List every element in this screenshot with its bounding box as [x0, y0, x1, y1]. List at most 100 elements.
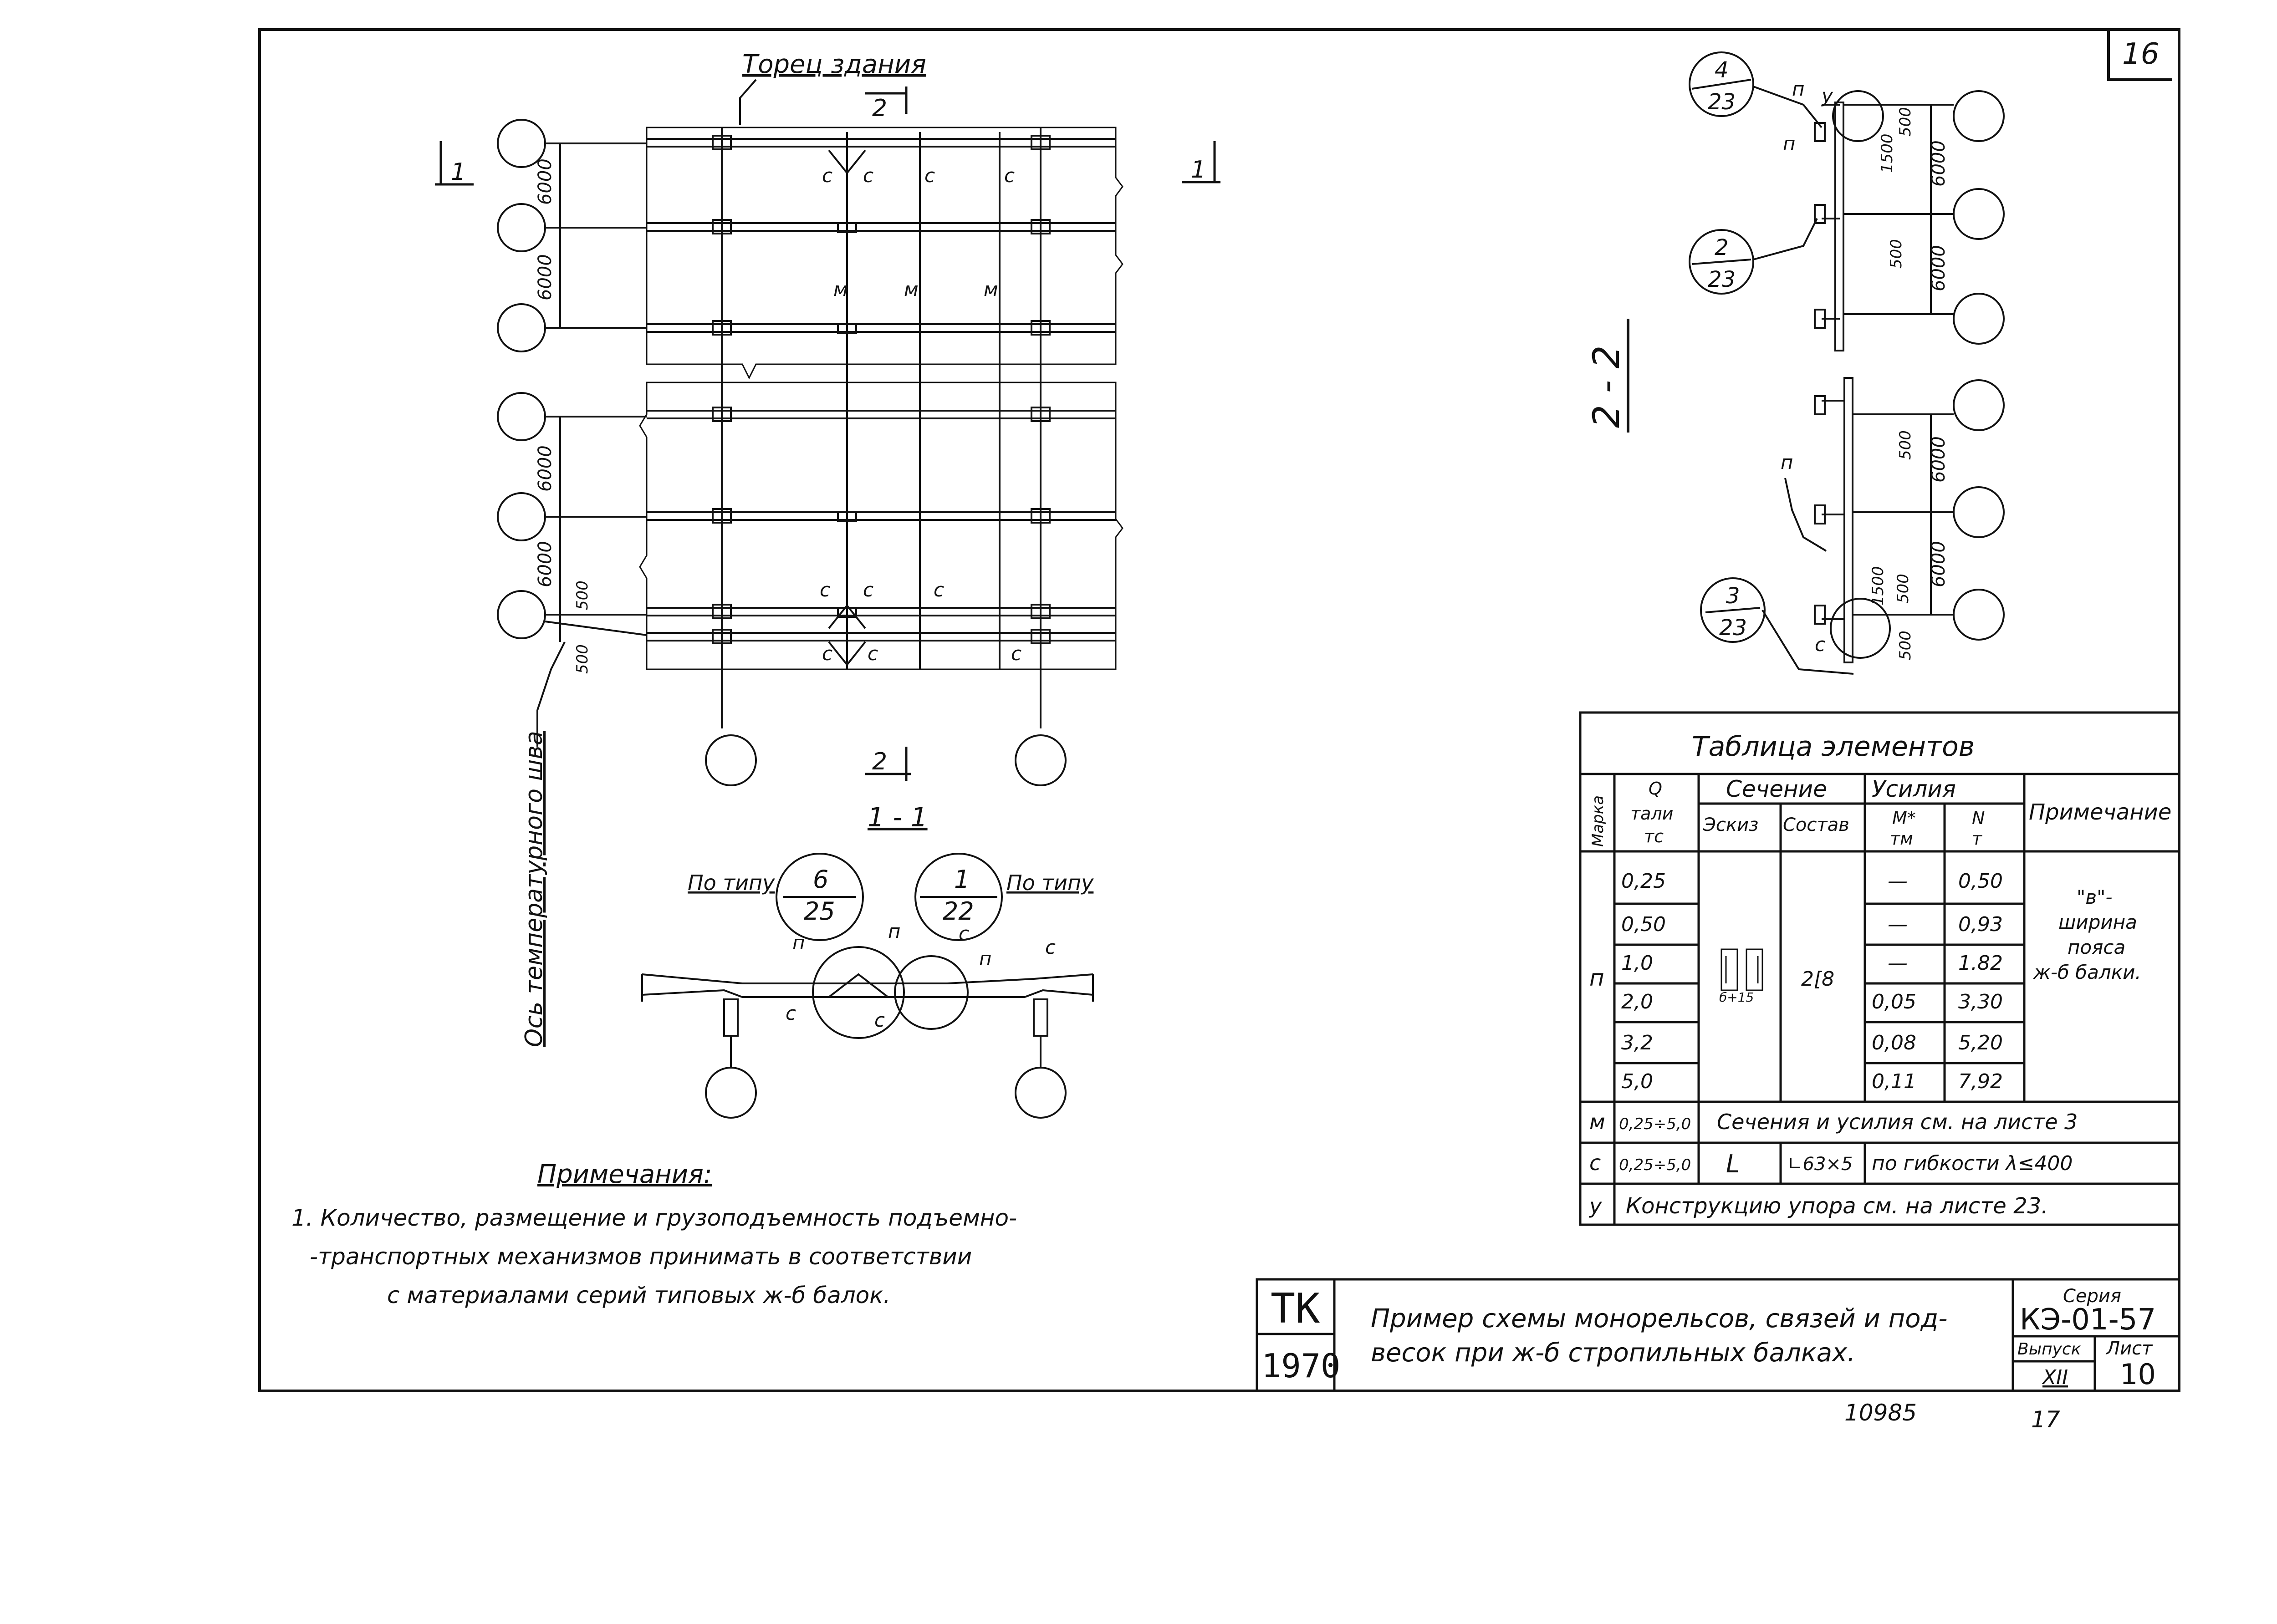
- svg-text:3: 3: [1726, 583, 1740, 609]
- svg-text:6000: 6000: [535, 254, 556, 300]
- svg-text:с: с: [820, 579, 830, 601]
- svg-text:500: 500: [1896, 107, 1915, 137]
- svg-text:—: —: [1888, 870, 1908, 893]
- svg-text:тм: тм: [1890, 829, 1913, 849]
- ref-circle-2-23: 2 23: [1689, 229, 1754, 295]
- ref-circle-1-22: 1 22: [914, 853, 1003, 941]
- building-end-label: Торец здания: [742, 50, 926, 79]
- svg-text:По типу: По типу: [1006, 871, 1094, 895]
- svg-text:б+15: б+15: [1719, 990, 1754, 1005]
- svg-text:500: 500: [573, 644, 592, 674]
- note-line: с материалами серий типовых ж-б балок.: [387, 1282, 891, 1308]
- note-line: 1. Количество, размещение и грузоподъемн…: [291, 1205, 1017, 1231]
- svg-text:Лист: Лист: [2105, 1338, 2153, 1359]
- svg-text:6: 6: [813, 865, 828, 894]
- section-mark-1-right: 1: [1182, 141, 1220, 183]
- section-mark-2-top: 2: [865, 87, 908, 122]
- svg-text:6000: 6000: [1928, 140, 1949, 187]
- sheet-frame: [258, 28, 2180, 1392]
- svg-text:0,50: 0,50: [1958, 870, 2003, 893]
- svg-text:3,30: 3,30: [1958, 990, 2003, 1013]
- svg-text:1: 1: [1191, 156, 1206, 183]
- svg-text:—: —: [1888, 952, 1908, 975]
- svg-text:Примечание: Примечание: [2029, 799, 2171, 825]
- svg-text:с: с: [924, 164, 935, 187]
- svg-text:L: L: [1726, 1150, 1740, 1178]
- section-2-2: 2 - 2 4 23 2 23 3 23: [1585, 51, 2005, 675]
- svg-text:с: с: [863, 579, 873, 601]
- svg-text:п: п: [888, 920, 900, 942]
- org-code: ТК: [1271, 1285, 1320, 1333]
- ref-circle-4-23: 4 23: [1689, 51, 1754, 117]
- svg-text:5,0: 5,0: [1621, 1070, 1653, 1093]
- svg-text:с: с: [786, 1002, 796, 1024]
- year: 1970: [1261, 1347, 1340, 1385]
- svg-text:0,05: 0,05: [1872, 990, 1916, 1013]
- svg-text:1: 1: [954, 865, 970, 894]
- svg-text:с: с: [1815, 633, 1825, 656]
- svg-text:0,08: 0,08: [1872, 1031, 1916, 1054]
- svg-text:у: у: [1588, 1194, 1602, 1218]
- svg-text:п: п: [1792, 78, 1804, 100]
- svg-text:Марка: Марка: [1589, 795, 1607, 847]
- svg-text:5,20: 5,20: [1958, 1031, 2003, 1054]
- svg-text:с: с: [934, 579, 944, 601]
- svg-text:Усилия: Усилия: [1872, 776, 1956, 802]
- svg-text:25: 25: [804, 897, 835, 926]
- plan-nodes: [712, 135, 1051, 644]
- svg-text:Сечение: Сечение: [1726, 776, 1827, 802]
- svg-text:N: N: [1972, 808, 1985, 828]
- svg-text:500: 500: [1894, 574, 1912, 603]
- svg-text:—: —: [1888, 913, 1908, 936]
- svg-text:1500: 1500: [1869, 566, 1887, 606]
- svg-text:Конструкцию упора см. на листе: Конструкцию упора см. на листе 23.: [1626, 1193, 2048, 1219]
- svg-text:пояса: пояса: [2068, 936, 2125, 958]
- elements-table: Таблица элементов Марка Q тали тс Сечени…: [1579, 711, 2180, 1226]
- section-1-1-title: 1 - 1: [868, 802, 928, 833]
- svg-text:с: с: [868, 642, 878, 665]
- svg-text:0,25: 0,25: [1621, 870, 1666, 893]
- svg-text:м: м: [904, 278, 919, 300]
- svg-text:7,92: 7,92: [1958, 1070, 2003, 1093]
- svg-text:с: с: [822, 164, 832, 187]
- series-code: КЭ-01-57: [2020, 1303, 2156, 1337]
- svg-text:2[8: 2[8: [1801, 967, 1834, 991]
- svg-text:XII: XII: [2042, 1366, 2068, 1389]
- sheet-title-line2: весок при ж-б стропильных балках.: [1371, 1338, 1855, 1368]
- svg-text:1,0: 1,0: [1621, 952, 1653, 975]
- svg-text:м: м: [1589, 1110, 1605, 1134]
- section-2-2-dimensions: 500 1500 6000 500 6000 500 6000 500 1500…: [1869, 107, 1949, 660]
- svg-text:23: 23: [1708, 89, 1736, 115]
- svg-text:с: с: [863, 164, 873, 187]
- svg-text:М*: М*: [1892, 808, 1916, 828]
- section-1-1: 1 - 1 По типу По типу 6 25 1 22 п п с: [641, 802, 1094, 1119]
- svg-text:Состав: Состав: [1783, 815, 1849, 835]
- svg-text:2: 2: [1715, 235, 1729, 260]
- svg-text:Сечения и усилия см. на листе: Сечения и усилия см. на листе 3: [1717, 1110, 2078, 1134]
- svg-text:6000: 6000: [535, 445, 556, 492]
- svg-text:3,2: 3,2: [1621, 1031, 1653, 1054]
- section-2-2-title: 2 - 2: [1585, 345, 1628, 428]
- sheet-number: 10: [2120, 1358, 2156, 1391]
- ref-circle-3-23: 3 23: [1700, 577, 1766, 643]
- svg-text:п: п: [1781, 451, 1793, 473]
- svg-text:п: п: [1783, 132, 1795, 155]
- svg-text:2: 2: [872, 95, 887, 122]
- svg-text:с: с: [1589, 1151, 1601, 1175]
- svg-text:500: 500: [1887, 239, 1905, 269]
- p-section-sketch: [1721, 948, 1763, 991]
- svg-text:0,25÷5,0: 0,25÷5,0: [1619, 1115, 1691, 1133]
- notes-title: Примечания:: [537, 1160, 712, 1189]
- svg-text:с: с: [874, 1009, 885, 1031]
- svg-text:т: т: [1972, 829, 1983, 849]
- svg-text:500: 500: [1896, 430, 1915, 460]
- svg-text:500: 500: [1896, 631, 1915, 660]
- svg-text:По типу: По типу: [688, 871, 775, 895]
- table-title: Таблица элементов: [1692, 731, 1975, 763]
- corner-number: 16: [2122, 37, 2159, 71]
- svg-text:Выпуск: Выпуск: [2017, 1340, 2081, 1359]
- svg-text:с: с: [1011, 642, 1021, 665]
- corner-number-box: 16: [2107, 30, 2172, 81]
- svg-text:м: м: [984, 278, 998, 300]
